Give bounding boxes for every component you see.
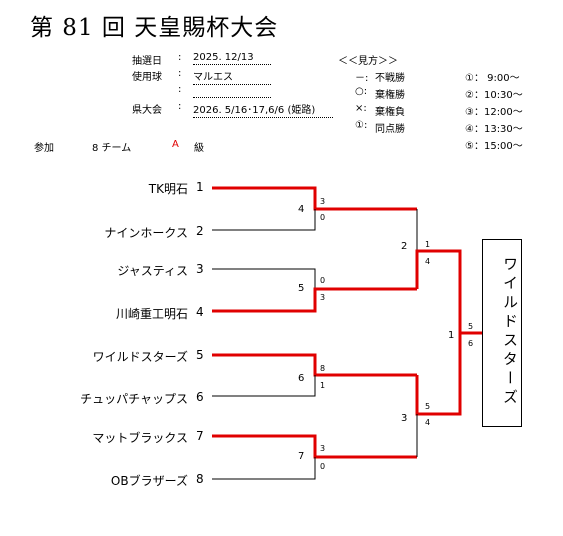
score: 4 — [425, 418, 431, 427]
team-seed: 1 — [196, 180, 204, 194]
team-name: TK明石 — [148, 182, 188, 196]
score: 0 — [320, 213, 326, 222]
legend-header: ＜＜見方＞＞ — [338, 56, 398, 67]
time-slot: ①： 9:00～ — [465, 73, 520, 84]
draw-date-row: 抽選日 — [132, 52, 162, 67]
extra-colon: : — [178, 84, 182, 95]
bracket-win-line — [212, 353, 417, 377]
bracket-win-line — [212, 287, 417, 313]
time-slot: ③：12:00～ — [465, 107, 523, 118]
match-number: 3 — [401, 413, 408, 424]
team-seed: 3 — [196, 262, 204, 276]
score: 5 — [425, 402, 431, 411]
bracket-win-line — [212, 186, 417, 211]
legend-symbol: ×: — [355, 103, 367, 114]
participation-label: 参加 — [34, 143, 54, 154]
champion-name: ワイルドスターズ — [501, 256, 519, 408]
draw-date-label: 抽選日 — [132, 56, 162, 67]
score: 3 — [320, 444, 326, 453]
ball-colon: : — [178, 68, 182, 79]
team-name: ワイルドスターズ — [92, 350, 188, 364]
time-slot: ⑤：15:00～ — [465, 141, 523, 152]
team-name: 川崎重工明石 — [115, 307, 188, 321]
bracket-win-line — [415, 249, 462, 333]
pref-label: 県大会 — [132, 105, 162, 116]
match-number: 2 — [401, 241, 408, 252]
match-number: 6 — [298, 373, 305, 384]
bracket-line — [212, 209, 316, 231]
match-number: 1 — [448, 330, 455, 341]
pref-value: 2026. 5/16･17,6/6 (姫路) — [193, 101, 333, 118]
team-seed: 4 — [196, 305, 204, 319]
match-number: 5 — [298, 283, 305, 294]
bracket-win-line — [212, 434, 417, 459]
team-seed: 6 — [196, 390, 204, 404]
score: 0 — [320, 276, 326, 285]
team-seed: 7 — [196, 429, 204, 443]
legend-text: 同点勝 — [375, 124, 405, 135]
legend-symbol: －: — [355, 73, 369, 84]
team-seed: 8 — [196, 472, 204, 486]
team-name: マットブラックス — [92, 431, 188, 445]
legend-symbol: ○: — [355, 86, 368, 97]
team-name: チュッパチャップス — [80, 392, 188, 406]
team-seed: 5 — [196, 348, 204, 362]
score: 0 — [320, 462, 326, 471]
bracket-line — [212, 375, 316, 397]
legend-text: 不戦勝 — [375, 73, 405, 84]
legend-symbol: ①: — [355, 120, 368, 131]
ball-value: マルエス — [193, 68, 271, 85]
score: 3 — [320, 293, 326, 302]
team-name: ジャスティス — [117, 264, 188, 278]
legend-text: 棄権負 — [375, 107, 405, 118]
champion-box: ワイルドスターズ — [482, 239, 522, 427]
draw-date-colon: : — [178, 52, 182, 63]
bracket-line — [212, 457, 316, 480]
score: 5 — [468, 322, 474, 331]
legend-text: 棄権勝 — [375, 90, 405, 101]
score: 1 — [320, 381, 326, 390]
team-name: OBブラザーズ — [110, 474, 188, 488]
score: 1 — [425, 240, 431, 249]
score: 4 — [425, 257, 431, 266]
score: 8 — [320, 364, 326, 373]
grade-letter: A — [172, 139, 179, 150]
draw-date-value: 2025. 12/13 — [193, 52, 271, 65]
grade-suffix: 級 — [194, 143, 204, 154]
match-number: 7 — [298, 451, 305, 462]
time-slot: ②：10:30～ — [465, 90, 523, 101]
page-title: 第 81 回 天皇賜杯大会 — [30, 15, 279, 41]
bracket-win-line — [415, 333, 462, 416]
ball-label: 使用球 — [132, 72, 162, 83]
pref-colon: : — [178, 101, 182, 112]
time-slot: ④：13:30～ — [465, 124, 523, 135]
match-number: 4 — [298, 204, 305, 215]
team-count: 8 チーム — [92, 143, 132, 154]
bracket-line — [212, 268, 316, 289]
extra-value — [193, 84, 271, 98]
team-name: ナインホークス — [104, 226, 188, 240]
score: 3 — [320, 197, 326, 206]
score: 6 — [468, 339, 474, 348]
team-seed: 2 — [196, 224, 204, 238]
